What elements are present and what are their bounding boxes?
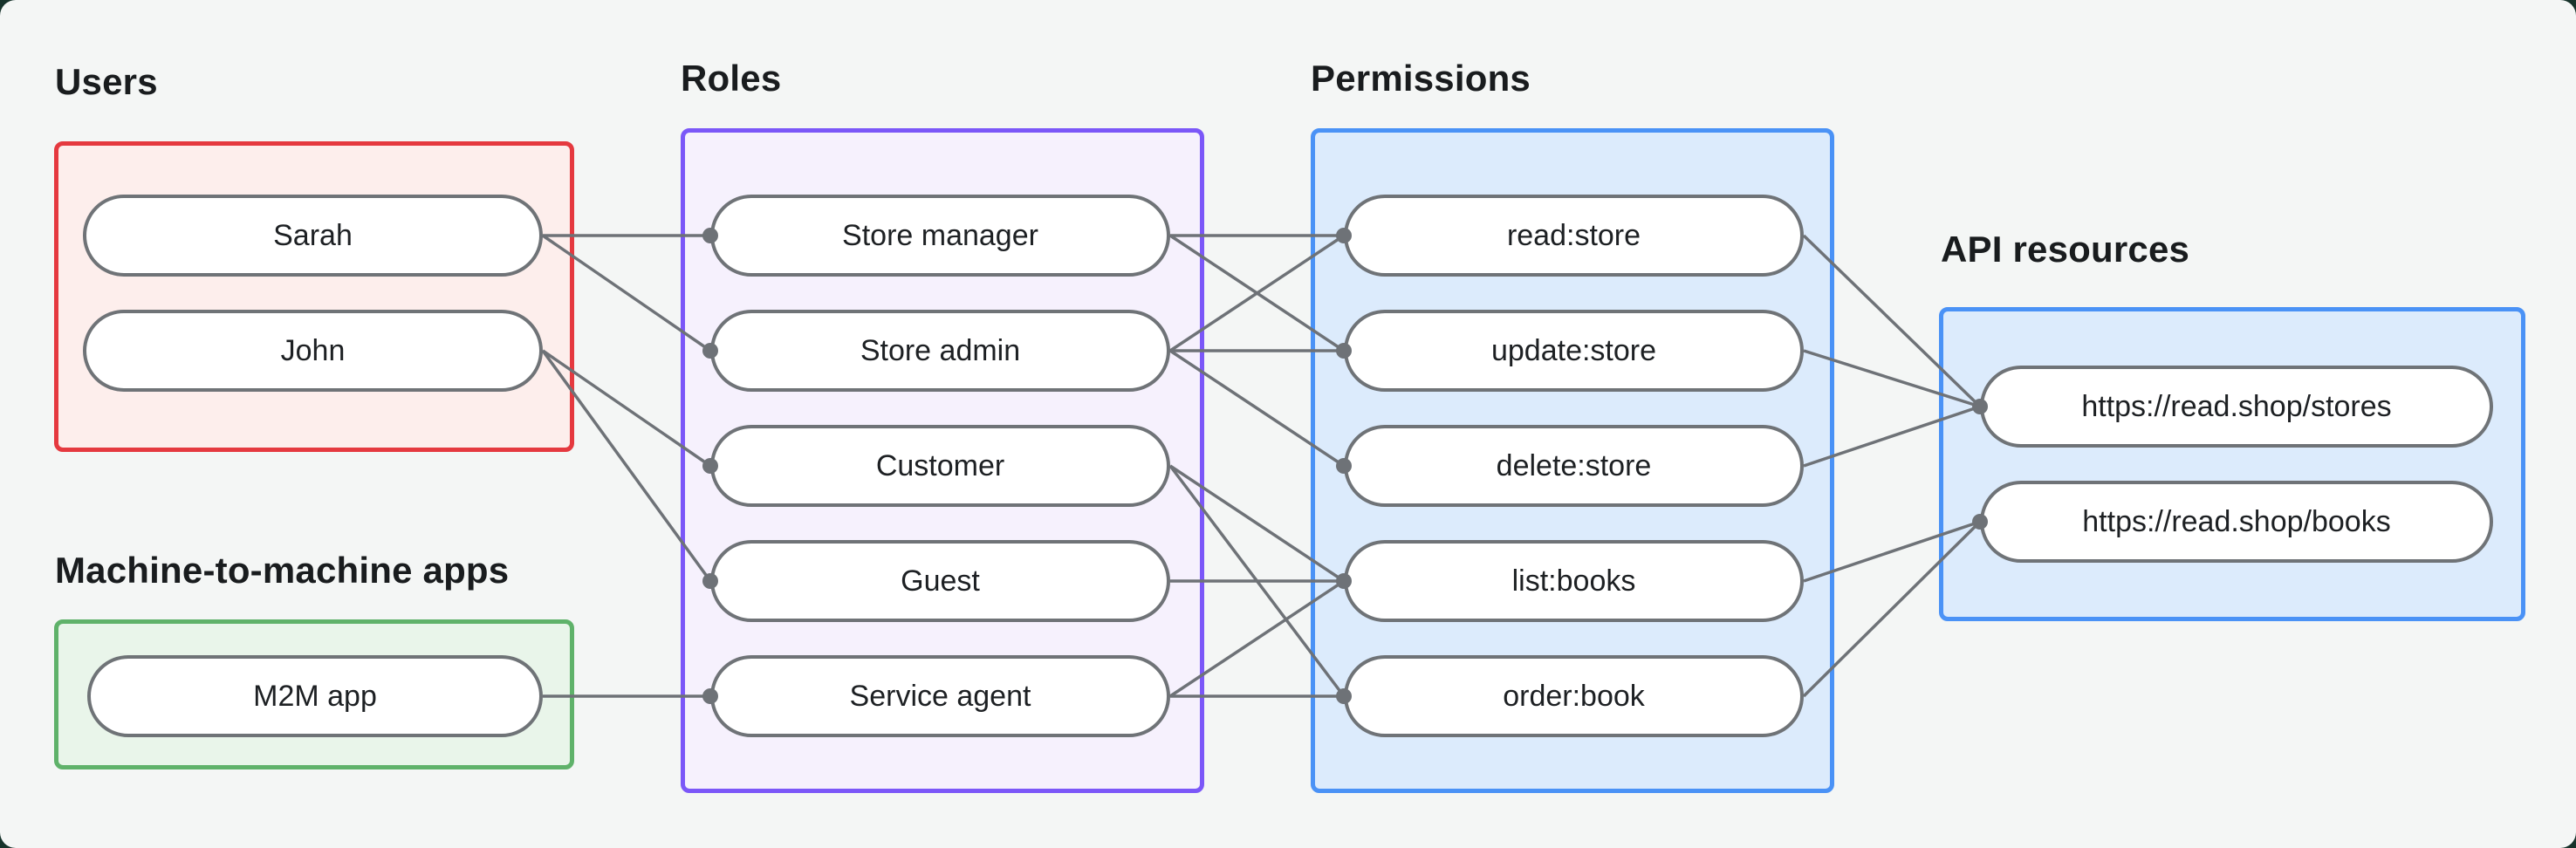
node-update-store: update:store: [1344, 310, 1804, 392]
node-read-store: read:store: [1344, 195, 1804, 277]
group-m2m-apps-label: Machine-to-machine apps: [55, 550, 510, 591]
node-john-label: John: [280, 333, 346, 367]
node-store-manager-label: Store manager: [842, 218, 1038, 252]
group-api-resources-label: API resources: [1941, 229, 2190, 270]
group-roles-label: Roles: [681, 58, 782, 99]
node-m2m-app: M2M app: [87, 655, 543, 737]
node-order-book: order:book: [1344, 655, 1804, 737]
node-books: https://read.shop/books: [1980, 481, 2493, 563]
node-guest-label: Guest: [901, 564, 980, 598]
node-customer-label: Customer: [875, 448, 1005, 482]
node-customer: Customer: [710, 425, 1170, 507]
node-delete-store-label: delete:store: [1496, 448, 1652, 482]
group-users-box: [54, 141, 574, 452]
group-users-label: Users: [55, 61, 158, 102]
node-list-books: list:books: [1344, 540, 1804, 622]
node-store-manager: Store manager: [710, 195, 1170, 277]
node-store-admin: Store admin: [710, 310, 1170, 392]
node-store-admin-label: Store admin: [860, 333, 1021, 367]
node-sarah-label: Sarah: [273, 218, 353, 252]
node-list-books-label: list:books: [1511, 564, 1636, 598]
group-api-resources-box: [1939, 307, 2525, 621]
node-m2m-app-label: M2M app: [253, 679, 377, 713]
node-order-book-label: order:book: [1503, 679, 1645, 713]
node-books-label: https://read.shop/books: [2082, 504, 2391, 538]
group-permissions-label: Permissions: [1311, 58, 1531, 99]
node-stores-label: https://read.shop/stores: [2081, 389, 2392, 423]
node-sarah: Sarah: [83, 195, 543, 277]
node-guest: Guest: [710, 540, 1170, 622]
node-read-store-label: read:store: [1506, 218, 1641, 252]
node-service-agent-label: Service agent: [849, 679, 1031, 713]
node-update-store-label: update:store: [1490, 333, 1657, 367]
node-service-agent: Service agent: [710, 655, 1170, 737]
node-john: John: [83, 310, 543, 392]
node-delete-store: delete:store: [1344, 425, 1804, 507]
node-stores: https://read.shop/stores: [1980, 366, 2493, 448]
